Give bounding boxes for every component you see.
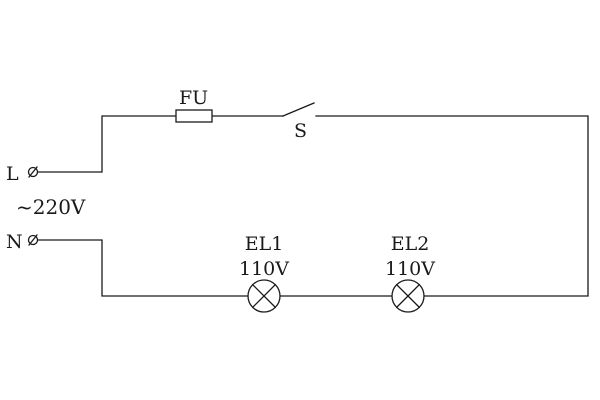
switch-symbol [282, 102, 315, 117]
terminal-neutral-label: N [6, 231, 23, 253]
wire-neutral-branch [37, 239, 249, 297]
fuse-symbol [175, 109, 213, 123]
lamp-el1-rating: 110V [239, 258, 289, 280]
wire-switch-to-right [315, 115, 589, 297]
terminal-live-label: L [6, 163, 19, 185]
switch-label: S [294, 120, 307, 142]
terminal-neutral [27, 234, 39, 246]
terminal-live [27, 166, 39, 178]
wire-live-branch [37, 115, 177, 173]
lamp-el1-symbol [247, 279, 281, 313]
fuse-label: FU [179, 87, 208, 109]
supply-voltage-label: ~220V [16, 195, 86, 219]
lamp-el2-rating: 110V [385, 258, 435, 280]
lamp-el1-name: EL1 [245, 233, 284, 255]
lamp-el2-symbol [391, 279, 425, 313]
lamp-el2-name: EL2 [391, 233, 430, 255]
